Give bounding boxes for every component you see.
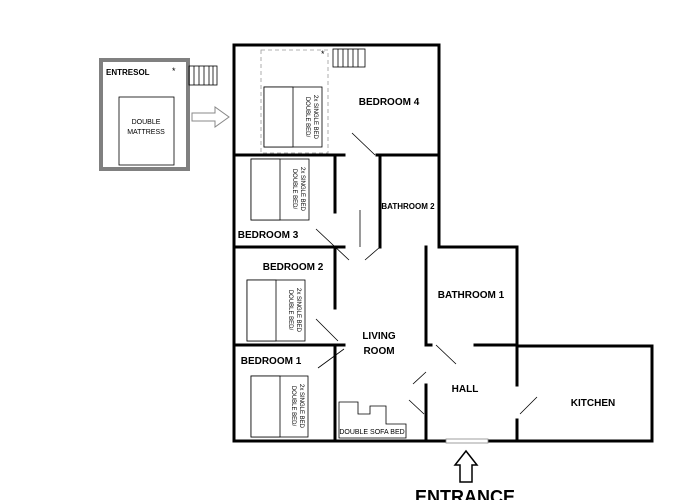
entresol-wall [99,58,190,171]
bed-bedroom1-label-1: DOUBLE BED/ [290,386,296,427]
entresol-arrow-icon [191,106,230,128]
bed-bedroom2-label-2: 2x SINGLE BED [295,288,301,333]
bedroom-3: DOUBLE BED/ 2x SINGLE BED BEDROOM 3 [238,158,310,241]
bed-bedroom1-label-2: 2x SINGLE BED [298,384,304,429]
sofa-bed-label: DOUBLE SOFA BED [339,429,404,436]
bed-bedroom4-label-2: 2x SINGLE BED [312,95,318,140]
entresol: ENTRESOL * DOUBLE MATTRESS [99,58,218,171]
bed-bedroom4-label-1: DOUBLE BED/ [304,97,310,138]
living-room: LIVING ROOM DOUBLE SOFA BED [338,331,407,439]
bed-bedroom3-label-1: DOUBLE BED/ [291,169,297,210]
bedroom4-star: * [321,49,325,59]
entresol-label: ENTRESOL [106,68,150,77]
bedroom2-label: BEDROOM 2 [263,262,324,273]
sofa-bed [338,401,407,439]
door-kitchen [519,396,538,415]
double-mattress [118,96,175,166]
bed-bedroom2-label-1: DOUBLE BED/ [287,290,293,331]
bedroom-4: * DOUBLE BED/ 2x SINGLE BED BEDROOM 4 [260,48,420,154]
bed-bedroom1-pillows [250,375,281,438]
entresol-stairs [188,65,218,86]
hall-label: HALL [452,384,479,395]
door-bathroom1 [435,344,457,365]
bathroom2-label: BATHROOM 2 [381,202,435,211]
bedroom4-label: BEDROOM 4 [359,97,420,108]
interior-walls [232,153,519,443]
door-bedroom4 [351,132,376,156]
door-swings [315,132,538,415]
bed-bedroom2-pillows [246,279,277,342]
door-hall [412,371,427,385]
living-room-label-2: ROOM [363,346,394,357]
bedroom4-stairs [332,48,366,68]
bed-bedroom4-pillows [263,86,294,148]
exterior-walls [232,43,654,443]
bed-bedroom3-label-2: 2x SINGLE BED [299,167,305,212]
bedroom1-label: BEDROOM 1 [241,356,302,367]
bedroom-1: BEDROOM 1 DOUBLE BED/ 2x SINGLE BED [241,356,309,438]
door-bedroom3 [315,228,350,261]
bedroom-2: BEDROOM 2 DOUBLE BED/ 2x SINGLE BED [246,262,324,342]
entrance-label: ENTRANCE [415,487,515,500]
bedroom3-label: BEDROOM 3 [238,230,299,241]
door-living-hall [408,399,425,415]
door-bathroom2-b [364,246,381,261]
living-room-label-1: LIVING [362,331,396,342]
bedroom4-dashed-area [260,49,329,154]
entrance-door[interactable] [445,438,489,444]
entrance-arrow-icon [453,449,479,483]
double-mattress-label-2: MATTRESS [127,129,165,136]
entresol-star: * [172,66,176,76]
double-mattress-label-1: DOUBLE [132,119,161,126]
door-bedroom2 [315,318,339,342]
kitchen-label: KITCHEN [571,398,615,409]
bed-bedroom3-pillows [250,158,281,221]
door-bedroom1 [317,348,345,369]
bathroom1-label: BATHROOM 1 [438,290,505,301]
